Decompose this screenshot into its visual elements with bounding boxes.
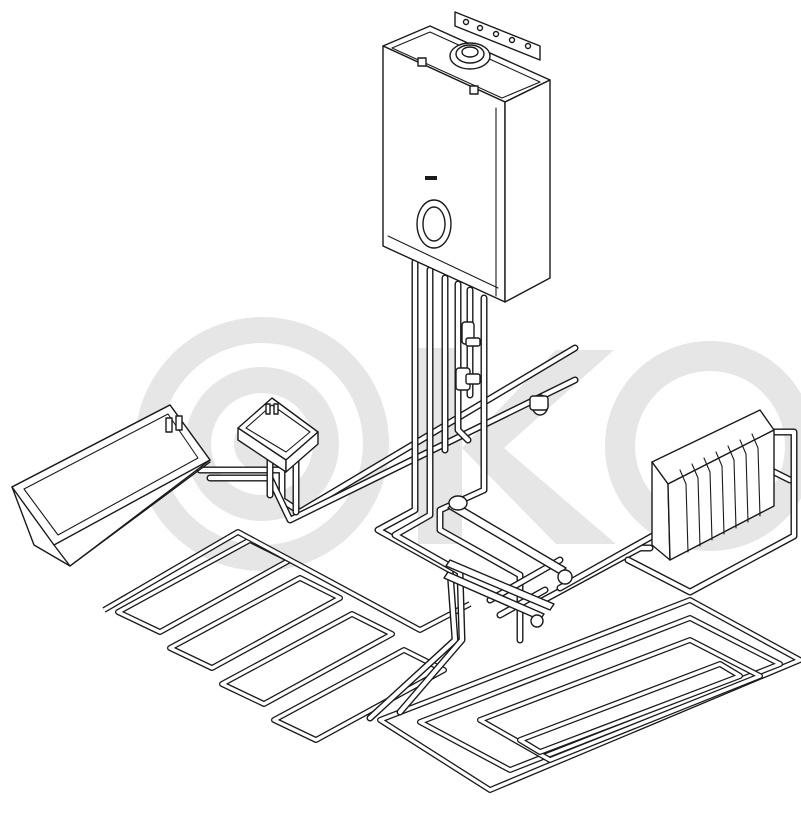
washbasin-icon	[237, 397, 319, 473]
pipe-network	[196, 258, 798, 722]
boiler-icon	[382, 11, 551, 303]
bathtub-icon	[11, 404, 211, 567]
manifold	[443, 501, 573, 628]
watermark-text: OKO	[400, 811, 402, 813]
valve-icon	[448, 321, 549, 511]
floor-heating-right	[377, 597, 801, 793]
floor-heating-left	[102, 529, 472, 743]
radiator-icon	[651, 409, 775, 561]
